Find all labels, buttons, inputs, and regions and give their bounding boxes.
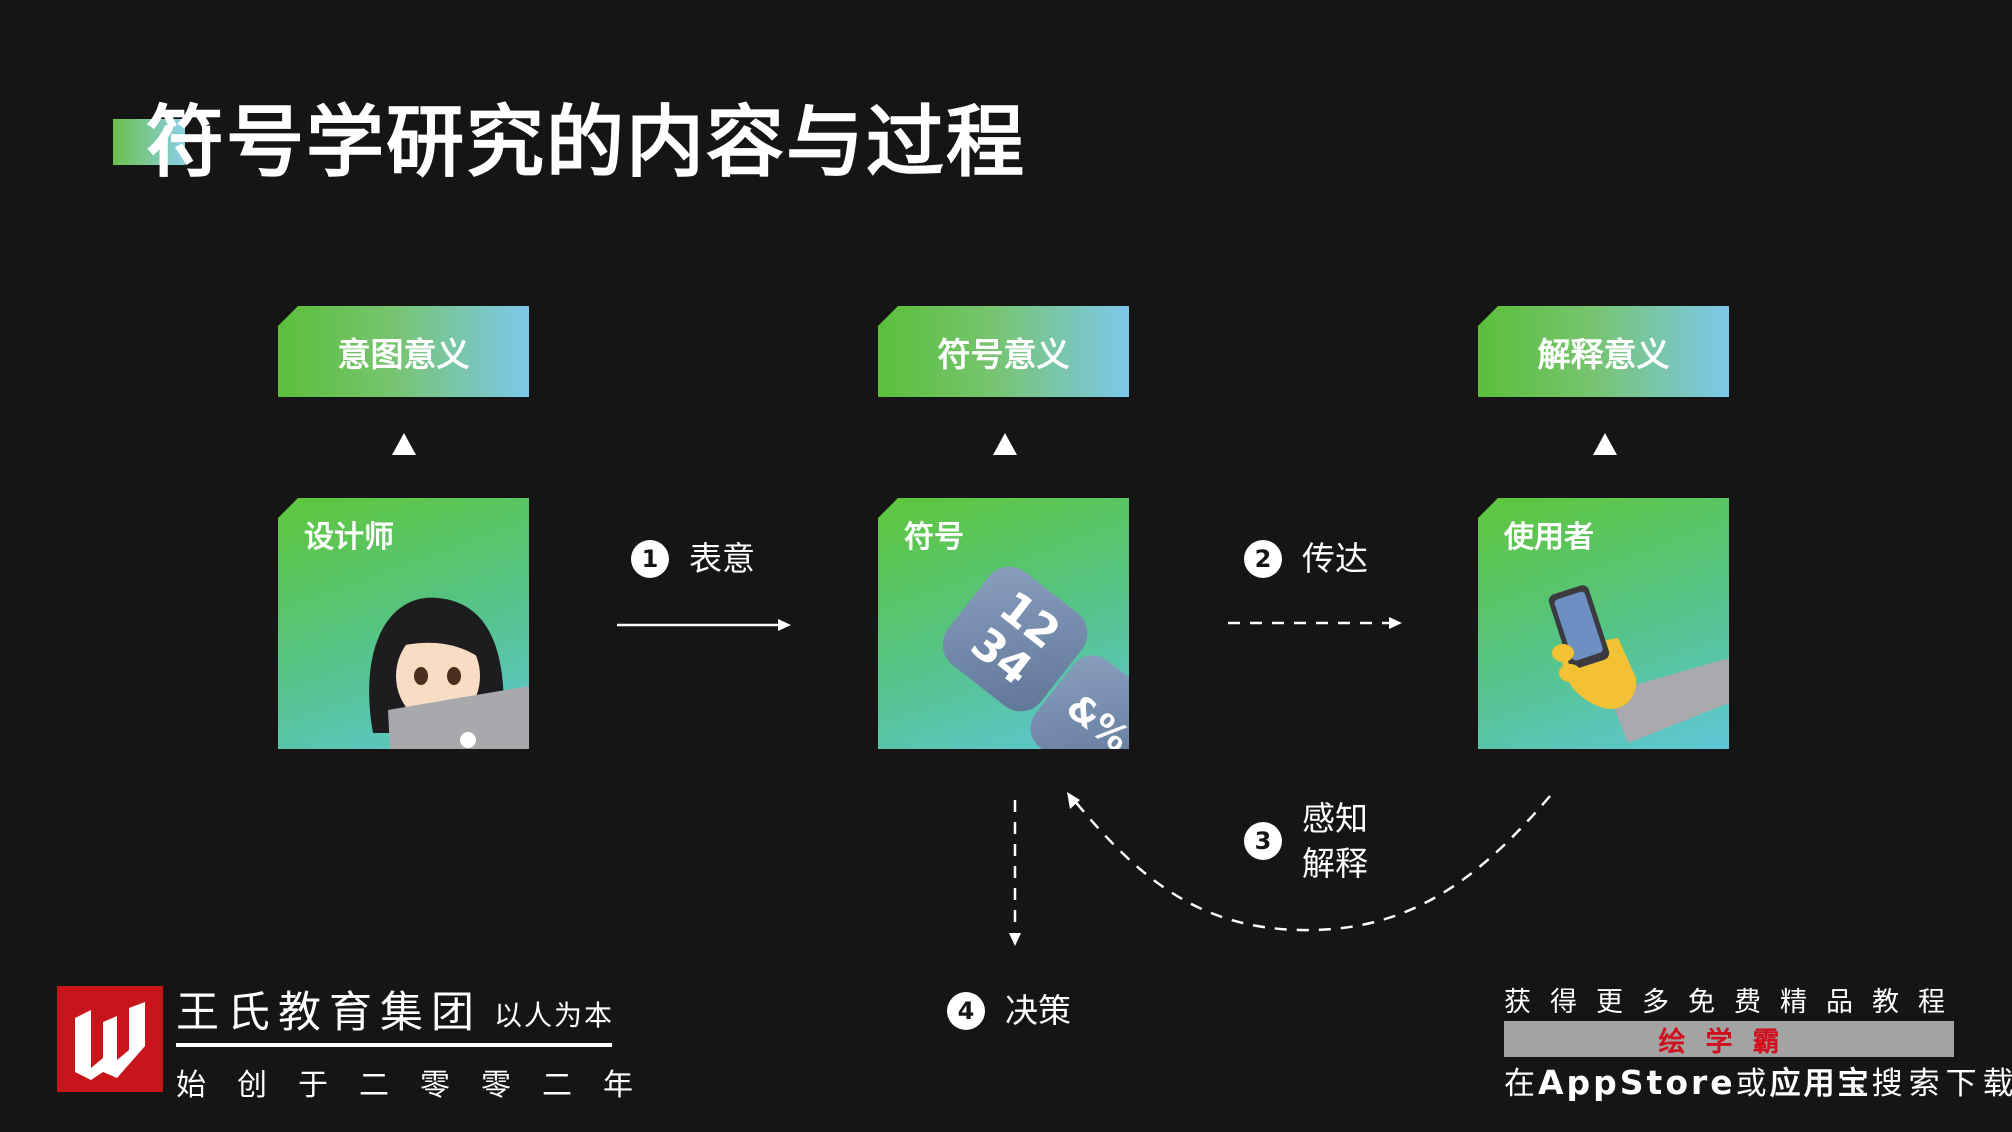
step-label-line1: 感知 xyxy=(1302,799,1368,838)
step-3: 3 感知 解释 xyxy=(1244,796,1368,886)
promo-post: 搜索下载 xyxy=(1871,1066,2012,1102)
card-designer: 设计师 xyxy=(278,498,529,749)
promo-appstore: AppStore xyxy=(1538,1063,1736,1102)
promo-mid: 或 xyxy=(1735,1066,1770,1102)
page-title: 符号学研究的内容与过程 xyxy=(146,98,1027,188)
brand-name: 王氏教育集团 xyxy=(176,988,482,1038)
up-arrow-icon xyxy=(392,433,416,455)
promo-app-name: 绘学霸 xyxy=(1504,1021,1954,1058)
step-number: 4 xyxy=(947,991,985,1030)
card-symbol-title: 符号 xyxy=(904,520,964,555)
up-arrow-icon xyxy=(1593,433,1617,455)
promo-download-hint: 在AppStore或应用宝搜索下载 xyxy=(1504,1058,2012,1103)
card-designer-title: 设计师 xyxy=(304,520,394,555)
card-user-title: 使用者 xyxy=(1504,520,1594,555)
promo-pre: 在 xyxy=(1504,1066,1538,1102)
title-accent-bar xyxy=(113,119,185,165)
brand-since: 始创于二零零二年 xyxy=(176,1068,664,1103)
step-label: 感知 解释 xyxy=(1302,796,1368,886)
brand-divider xyxy=(176,1043,612,1047)
step-number: 3 xyxy=(1244,822,1282,860)
promo-store: 应用宝 xyxy=(1769,1066,1872,1102)
hand-phone-icon xyxy=(1548,585,1729,743)
step-4: 4 决策 xyxy=(947,988,1071,1033)
step-number: 2 xyxy=(1244,539,1282,578)
promo-headline: 获得更多免费精品教程 xyxy=(1504,987,1964,1018)
step-label: 传达 xyxy=(1302,539,1368,578)
card-user: 使用者 xyxy=(1478,498,1729,749)
step-2: 2 传达 xyxy=(1244,536,1368,581)
step-label-line2: 解释 xyxy=(1302,844,1368,883)
meaning-label-interpretation: 解释意义 xyxy=(1478,306,1729,397)
step-label: 决策 xyxy=(1005,991,1071,1030)
card-symbol: 符号 12 34 &% xyxy=(878,498,1129,749)
step-number: 1 xyxy=(631,539,669,578)
up-arrow-icon xyxy=(993,433,1017,455)
brand-motto: 以人为本 xyxy=(494,999,615,1032)
meaning-label-intent: 意图意义 xyxy=(278,306,529,397)
designer-laptop-icon xyxy=(369,597,529,749)
step-1: 1 表意 xyxy=(631,536,755,581)
meaning-label-symbol: 符号意义 xyxy=(878,306,1129,397)
step-label: 表意 xyxy=(689,539,755,578)
brand-logo xyxy=(57,986,163,1092)
